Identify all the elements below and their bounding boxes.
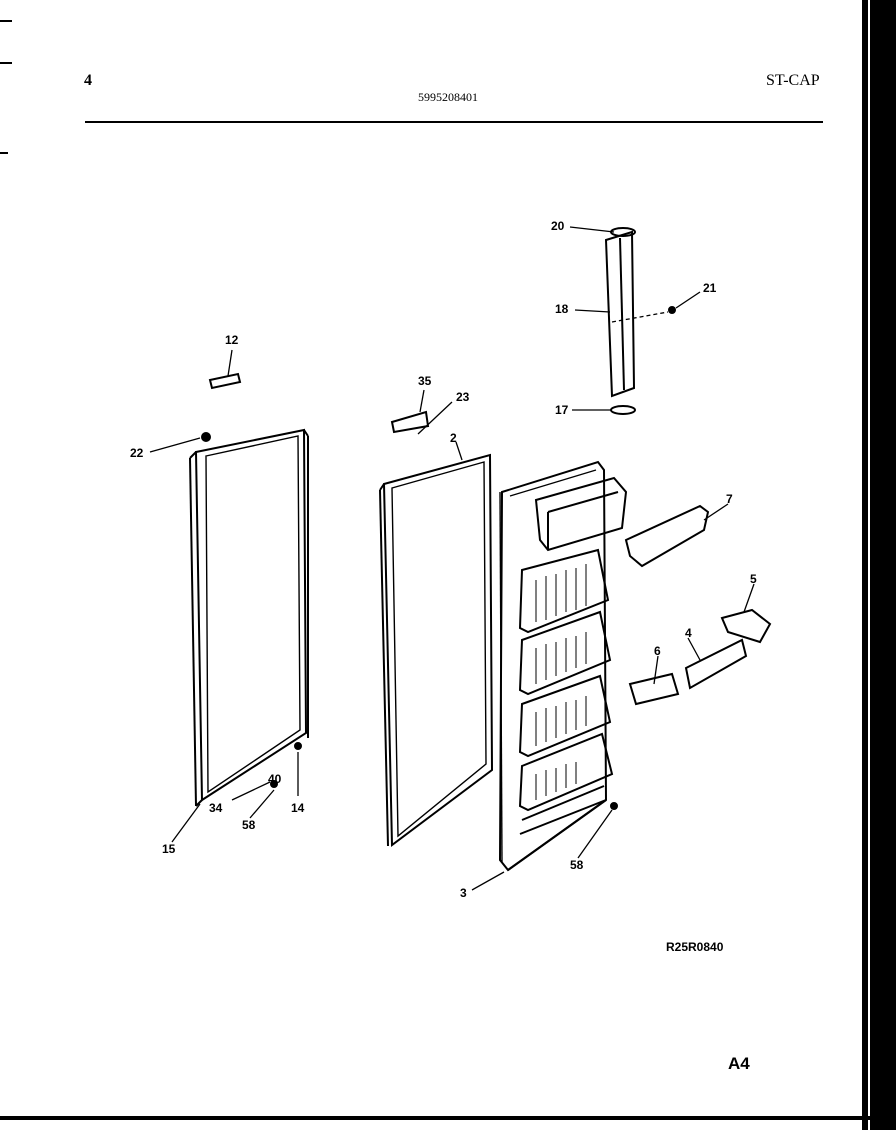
- callout-4: 4: [685, 626, 692, 640]
- callout-5: 5: [750, 572, 757, 586]
- callout-7: 7: [726, 492, 733, 506]
- page-border-right-outer: [870, 0, 896, 1130]
- model-code: ST-CAP: [766, 72, 820, 89]
- callout-40: 40: [268, 772, 282, 786]
- callout-58-left: 58: [242, 818, 256, 832]
- callout-6: 6: [654, 644, 661, 658]
- callout-14: 14: [291, 801, 305, 815]
- page-code: A4: [728, 1054, 750, 1073]
- header-rule: [85, 121, 823, 123]
- plug: [201, 432, 211, 442]
- hinge: [390, 410, 430, 434]
- callout-23: 23: [456, 390, 470, 404]
- trim-strip: [604, 230, 636, 398]
- end-cap-bottom: [610, 405, 636, 415]
- callout-2: 2: [450, 431, 457, 445]
- screw: [270, 780, 278, 788]
- callout-15: 15: [162, 842, 176, 856]
- door-gasket: [379, 453, 494, 847]
- screw: [610, 802, 618, 810]
- shelf-clip-lower: [628, 672, 680, 706]
- shelf-clip: [720, 608, 772, 644]
- callout-20: 20: [551, 219, 565, 233]
- callout-58-right: 58: [570, 858, 584, 872]
- screw: [668, 306, 676, 314]
- page-border-bottom: [0, 1116, 870, 1120]
- callout-12: 12: [225, 333, 239, 347]
- drawing-number: R25R0840: [666, 940, 724, 954]
- shelf-bar: [684, 638, 748, 690]
- outer-door-panel: [189, 428, 309, 807]
- margin-tick: [0, 152, 8, 154]
- part-number: 5995208401: [418, 90, 478, 104]
- callout-17: 17: [555, 403, 569, 417]
- shelf-hatching: [535, 564, 587, 800]
- door-bin: [624, 504, 710, 568]
- callout-22: 22: [130, 446, 144, 460]
- callout-35: 35: [418, 374, 432, 388]
- margin-tick: [0, 62, 12, 64]
- inner-door-liner: [498, 460, 628, 872]
- margin-tick: [0, 20, 12, 22]
- callout-3: 3: [460, 886, 467, 900]
- callout-18: 18: [555, 302, 569, 316]
- page-border-right: [862, 0, 868, 1130]
- leader-lines: [149, 226, 755, 891]
- page-number: 4: [84, 72, 92, 89]
- bracket: [208, 372, 242, 390]
- callout-21: 21: [703, 281, 717, 295]
- callout-34: 34: [209, 801, 223, 815]
- screw: [294, 742, 302, 750]
